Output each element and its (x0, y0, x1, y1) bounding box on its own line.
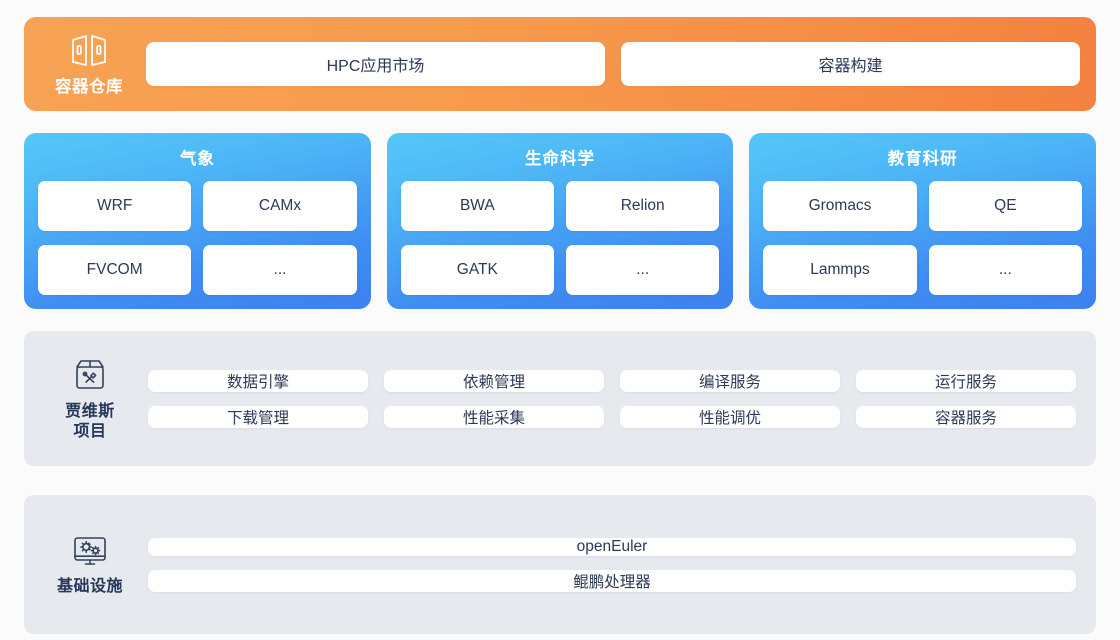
domain-card-education-research: 教育科研 Gromacs QE Lammps ... (749, 133, 1097, 309)
app-pill[interactable]: Relion (566, 181, 720, 231)
service-pill[interactable]: 数据引擎 (148, 369, 368, 392)
jarvis-project-side: 贾维斯 项目 (38, 356, 142, 441)
app-pill[interactable]: WRF (38, 181, 192, 231)
container-build-button[interactable]: 容器构建 (621, 42, 1080, 86)
service-pill[interactable]: 性能采集 (384, 405, 604, 428)
domain-card-meteorology: 气象 WRF CAMx FVCOM ... (24, 133, 371, 309)
container-repository-side: 容器仓库 (38, 32, 140, 97)
hpc-app-market-button[interactable]: HPC应用市场 (146, 42, 605, 86)
app-pill[interactable]: BWA (400, 181, 554, 231)
app-pill[interactable]: FVCOM (38, 245, 192, 295)
container-repository-band: 容器仓库 HPC应用市场 容器构建 (24, 17, 1096, 111)
service-pill[interactable]: 容器服务 (856, 405, 1076, 428)
domain-title-meteorology: 气象 (179, 150, 215, 168)
domain-title-life-science: 生命科学 (525, 150, 595, 168)
app-pill[interactable]: GATK (400, 245, 554, 295)
infrastructure-bar-os[interactable]: openEuler (148, 537, 1076, 556)
monitor-gears-icon (71, 533, 109, 569)
domain-card-life-science: 生命科学 BWA Relion GATK ... (386, 133, 734, 309)
service-pill[interactable]: 依赖管理 (384, 369, 604, 392)
domain-title-education-research: 教育科研 (887, 150, 958, 168)
infrastructure-bar-cpu[interactable]: 鲲鹏处理器 (148, 569, 1076, 592)
app-pill[interactable]: Gromacs (763, 181, 917, 231)
app-pill[interactable]: QE (928, 181, 1083, 231)
infrastructure-label: 基础设施 (56, 577, 123, 595)
container-repository-label: 容器仓库 (55, 77, 123, 96)
app-pill-more[interactable]: ... (566, 245, 720, 295)
domain-app-grid-meteorology: WRF CAMx FVCOM ... (38, 181, 357, 295)
service-pill[interactable]: 下载管理 (148, 405, 368, 428)
repository-button-group: HPC应用市场 容器构建 (140, 42, 1080, 86)
open-container-doors-icon (68, 32, 110, 68)
jarvis-project-label: 贾维斯 项目 (65, 402, 115, 440)
domain-app-grid-life-science: BWA Relion GATK ... (400, 181, 720, 295)
toolbox-wrench-screwdriver-icon (71, 356, 109, 394)
service-pill[interactable]: 运行服务 (856, 369, 1076, 392)
app-pill[interactable]: Lammps (763, 245, 917, 295)
jarvis-service-grid: 数据引擎 依赖管理 编译服务 运行服务 下载管理 性能采集 性能调优 容器服务 (142, 369, 1076, 428)
app-pill-more[interactable]: ... (928, 245, 1083, 295)
domain-app-grid-education-research: Gromacs QE Lammps ... (763, 181, 1083, 295)
infrastructure-panel: 基础设施 openEuler 鲲鹏处理器 (24, 495, 1096, 634)
domain-card-row: 气象 WRF CAMx FVCOM ... 生命科学 BWA Relion GA… (24, 133, 1097, 309)
jarvis-project-panel: 贾维斯 项目 数据引擎 依赖管理 编译服务 运行服务 下载管理 性能采集 性能调… (24, 331, 1096, 466)
infrastructure-side: 基础设施 (38, 533, 142, 597)
service-pill[interactable]: 性能调优 (620, 405, 840, 428)
app-pill[interactable]: CAMx (203, 181, 357, 231)
app-pill-more[interactable]: ... (203, 245, 357, 295)
service-pill[interactable]: 编译服务 (620, 369, 840, 392)
infrastructure-stack: openEuler 鲲鹏处理器 (142, 537, 1076, 592)
